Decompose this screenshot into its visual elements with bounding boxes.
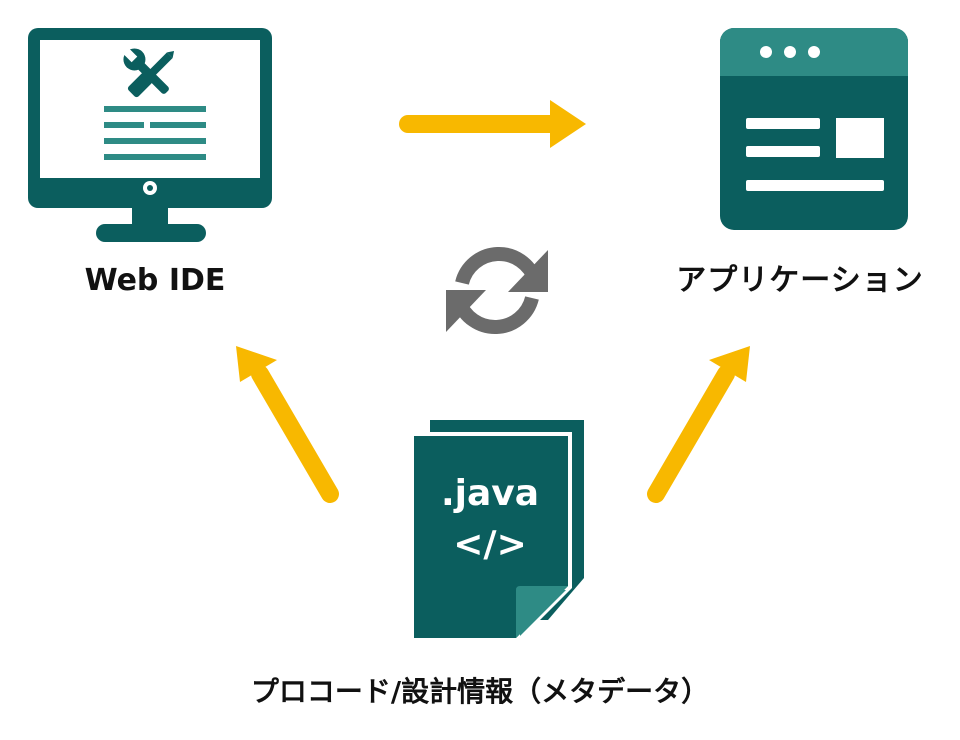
- sync-cycle-icon: [446, 246, 548, 335]
- browser-window-icon: [720, 28, 908, 230]
- file-extension-text: .java: [441, 473, 539, 514]
- code-lines: [104, 106, 206, 160]
- application-label: アプリケーション: [676, 263, 924, 298]
- code-symbol-text: </>: [453, 524, 526, 565]
- web-ide-label: Web IDE: [84, 263, 226, 298]
- tools-icon: [121, 46, 175, 98]
- arrow-ide-to-app: [399, 100, 586, 148]
- arrow-source-to-app: [647, 346, 750, 503]
- source-label: プロコード/設計情報（メタデータ）: [250, 675, 710, 708]
- arrow-source-to-ide: [236, 346, 339, 503]
- monitor-tools-icon: [28, 28, 272, 242]
- java-file-icon: .java </>: [410, 420, 584, 642]
